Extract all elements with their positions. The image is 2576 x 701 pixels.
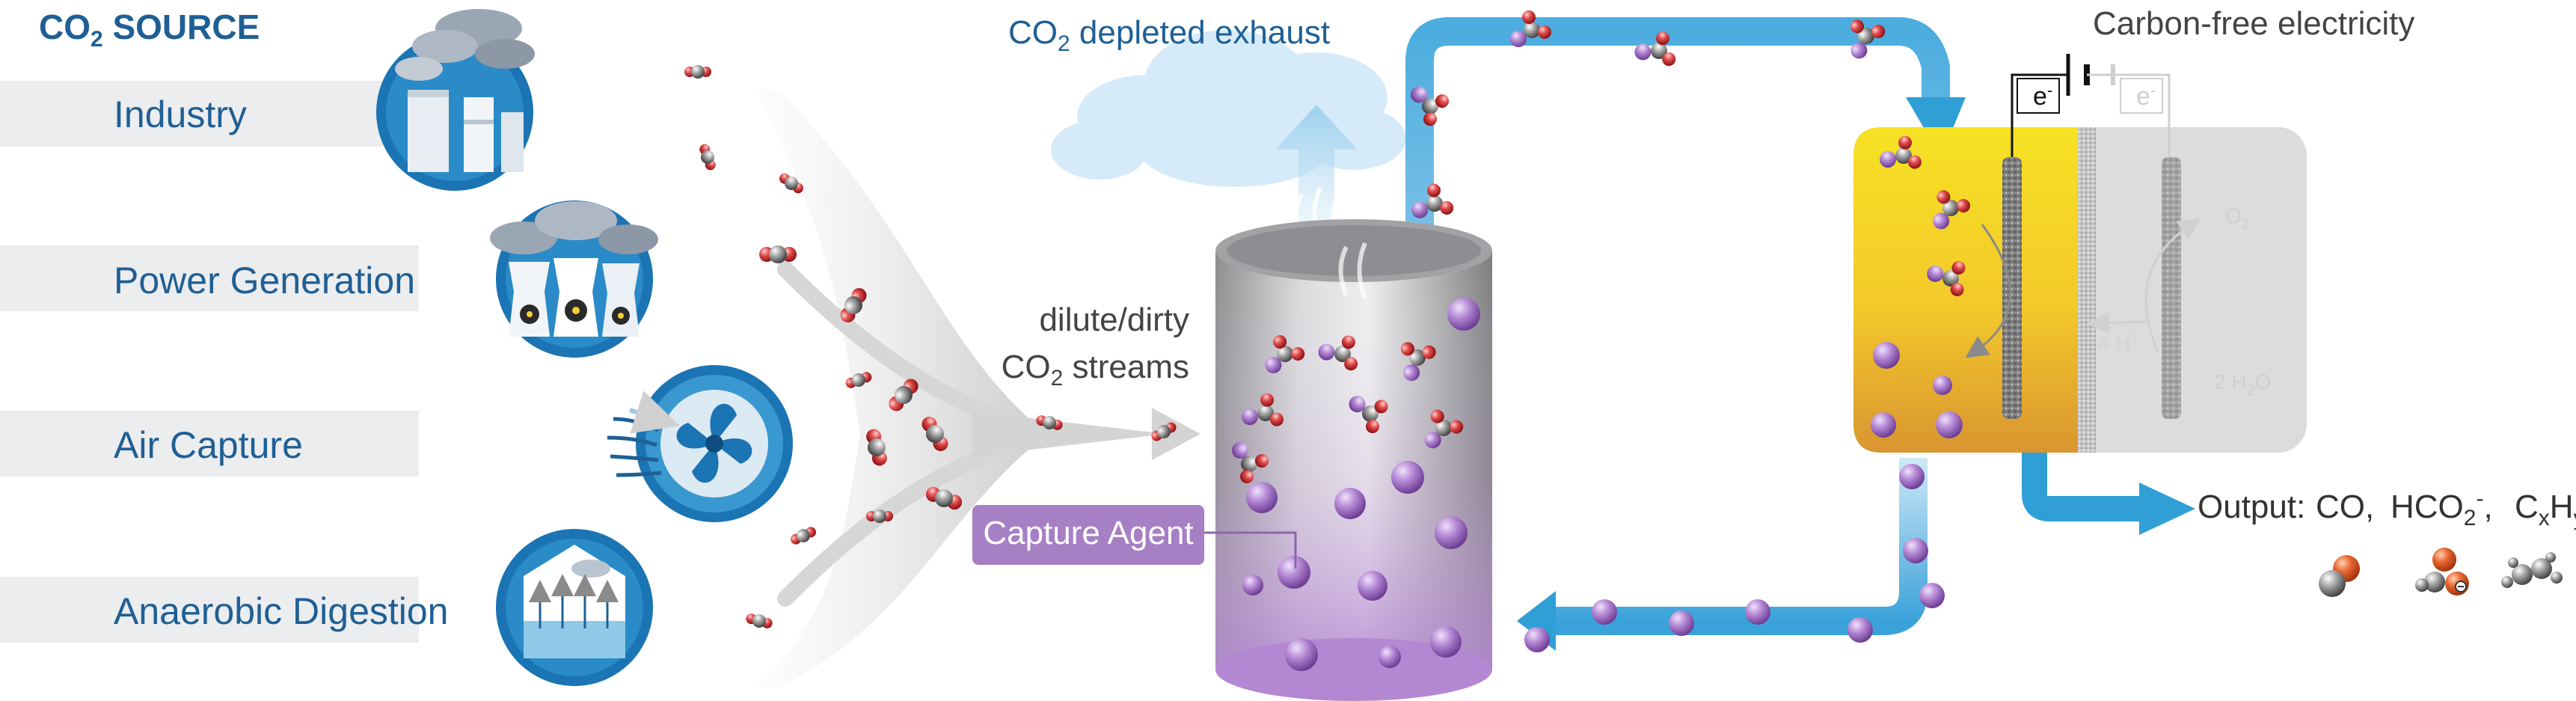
capture-agent-particle [1745,599,1770,625]
streams-label-line2: CO2 streams [1002,349,1189,391]
membrane [2078,127,2096,453]
output-formate: HCO2-, [2391,486,2493,530]
capture-agent-particle [1447,298,1480,331]
capture-agent-particle [1285,638,1318,671]
co2-molecule [743,609,776,633]
hydrocarbon-molecule-icon [2501,552,2563,588]
capture-agent-particle [1334,488,1366,519]
source-panel: CO2 SOURCE Industry Power Generation Air… [0,7,793,686]
capture-agent-particle [1391,461,1424,494]
air-capture-band [0,411,419,477]
co2-molecule [759,245,797,263]
proton-label: 4 H+ [2098,328,2139,355]
anode-electrode [2162,157,2181,419]
capture-agent-particle [1919,583,1945,608]
cathode-chamber [1853,127,2087,453]
power-band [0,245,419,311]
air-capture-label: Air Capture [114,424,303,466]
power-plant-icon [490,200,658,358]
capture-agent-particle [1933,376,1952,395]
digestion-band [0,577,419,643]
source-title: CO2 SOURCE [39,7,260,52]
power-circuit: e- e- [2011,54,2171,157]
capture-agent-particle [1903,538,1928,563]
column-capture-agents [1242,298,1480,671]
electrolyzer-cell: O2 4 H+ 2 H2O [1853,127,2307,453]
anaerobic-digestion-label: Anaerobic Digestion [114,590,449,632]
source-funnel [755,90,1200,688]
capture-agent-particle [1592,599,1617,625]
product-output-arrow [2022,453,2195,535]
capture-agent-particle [1871,412,1896,438]
output-hydrocarbon: CxHy [2515,489,2576,530]
co2-molecule [786,522,821,549]
capture-agent-particle [1379,646,1401,668]
co2-molecule [695,141,720,174]
electron-label: e- [2033,81,2052,111]
industry-band [0,81,419,147]
output-section: Output: CO, HCO2-, CxHy [2198,486,2576,597]
streams-label-line1: dilute/dirty [1039,301,1189,338]
output-co: CO, [2316,489,2374,525]
exhaust-cloud [1051,30,1406,241]
electricity-label: Carbon-free electricity [2093,5,2414,42]
capture-agent-particle [1242,575,1263,596]
power-generation-label: Power Generation [114,260,415,301]
formate-molecule-icon [2415,548,2469,596]
output-label: Output: [2198,489,2305,525]
co-molecule-icon [2319,555,2360,597]
electron-label-anode: e- [2136,81,2156,111]
exhaust-label: CO2 depleted exhaust [1008,14,1330,56]
capture-agent-particle [1430,626,1462,658]
industry-label: Industry [114,94,247,135]
water-label: 2 H2O [2214,370,2271,399]
loop-capture-agents [1524,464,1945,652]
oxygen-label: O2 [2225,204,2250,233]
capture-agent-particle [1847,617,1873,643]
co2-molecule [683,64,713,80]
capture-agent-particle [1358,571,1387,601]
electron-box [2017,78,2060,114]
capture-agent-particle [1246,482,1278,513]
capture-agent-particle [1278,556,1310,589]
capture-agent-particle [1524,627,1550,652]
capture-agent-label: Capture Agent [983,515,1193,551]
digester-icon [496,529,653,686]
fan-icon [607,365,793,522]
industry-icon [376,9,535,191]
capture-agent-callout: Capture Agent [972,505,1297,569]
capture-agent-particle [1669,610,1694,636]
cathode-electrode [2002,157,2022,419]
electron-box-anode [2120,78,2163,114]
capture-agent-particle [1873,342,1900,369]
capture-agent-particle [1899,464,1925,489]
capture-agent-particle [1435,516,1468,549]
capture-agent-label-box [972,505,1204,565]
capture-agent-particle [1936,411,1963,438]
co2-molecule [865,508,895,524]
